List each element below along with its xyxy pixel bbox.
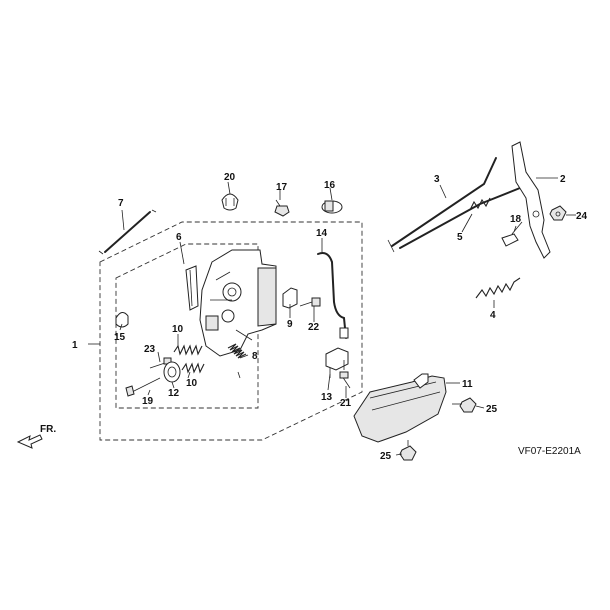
callout-23: 23 <box>144 344 156 355</box>
diagram-code: VF07-E2201A <box>518 446 581 457</box>
spring-4[interactable] <box>475 277 521 299</box>
cover-11[interactable] <box>353 373 447 443</box>
callout-13: 13 <box>321 392 333 403</box>
callout-25a: 25 <box>486 404 498 415</box>
rod-5[interactable] <box>399 187 521 249</box>
callout-6: 6 <box>176 232 182 243</box>
callout-21: 21 <box>340 398 352 409</box>
nut-24[interactable] <box>549 205 567 221</box>
callout-20: 20 <box>224 172 236 183</box>
clamp-16[interactable] <box>321 200 343 214</box>
callout-25b: 25 <box>380 451 392 462</box>
rod-3[interactable] <box>387 157 497 253</box>
callout-3: 3 <box>434 174 440 185</box>
callout-22: 22 <box>308 322 320 333</box>
front-direction-indicator: FR. <box>16 424 56 449</box>
callout-4: 4 <box>490 310 496 321</box>
callout-10a: 10 <box>172 324 184 335</box>
callout-5: 5 <box>457 232 463 243</box>
callout-10b: 10 <box>186 378 198 389</box>
callout-2: 2 <box>560 174 566 185</box>
callout-18: 18 <box>510 214 522 225</box>
leader-lines <box>88 177 576 456</box>
callout-11: 11 <box>462 379 473 390</box>
bracket-18[interactable] <box>501 225 519 247</box>
screw-21[interactable] <box>339 371 351 389</box>
callout-9: 9 <box>287 319 293 330</box>
bolt-25b[interactable] <box>399 440 417 461</box>
callout-17: 17 <box>276 182 288 193</box>
clip-20[interactable] <box>221 193 239 211</box>
front-arrow-icon <box>16 434 43 449</box>
callout-8: 8 <box>252 351 258 362</box>
lever-6[interactable] <box>185 265 199 311</box>
bolt-25a[interactable] <box>452 397 477 413</box>
knob-12[interactable] <box>163 361 181 383</box>
callout-labels: 1 2 3 4 5 6 7 8 9 10 10 11 12 13 14 15 1… <box>72 172 588 462</box>
spring-10b[interactable] <box>181 362 205 374</box>
cable-14[interactable] <box>317 252 349 339</box>
bracket-9[interactable] <box>282 287 298 309</box>
callout-12: 12 <box>168 388 180 399</box>
callout-7: 7 <box>118 198 124 209</box>
spring-10a[interactable] <box>173 344 203 356</box>
control-arm-2[interactable] <box>511 141 551 259</box>
assembly-boundary-inner <box>115 243 259 409</box>
screw-22[interactable] <box>299 297 321 307</box>
rod-7[interactable] <box>98 209 157 255</box>
callout-16: 16 <box>324 180 336 191</box>
callout-24: 24 <box>576 211 588 222</box>
assembly-boundary-outer <box>99 221 363 441</box>
callout-1: 1 <box>72 340 78 351</box>
bolt-19[interactable] <box>125 377 161 397</box>
bolt-17[interactable] <box>274 199 290 217</box>
callout-15: 15 <box>114 332 126 343</box>
front-label: FR. <box>40 424 56 435</box>
callout-14: 14 <box>316 228 328 239</box>
spring-8[interactable] <box>227 343 247 379</box>
switch-13[interactable] <box>325 347 349 378</box>
control-base-plate[interactable] <box>199 249 277 357</box>
clip-15[interactable] <box>115 312 129 328</box>
callout-19: 19 <box>142 396 154 407</box>
